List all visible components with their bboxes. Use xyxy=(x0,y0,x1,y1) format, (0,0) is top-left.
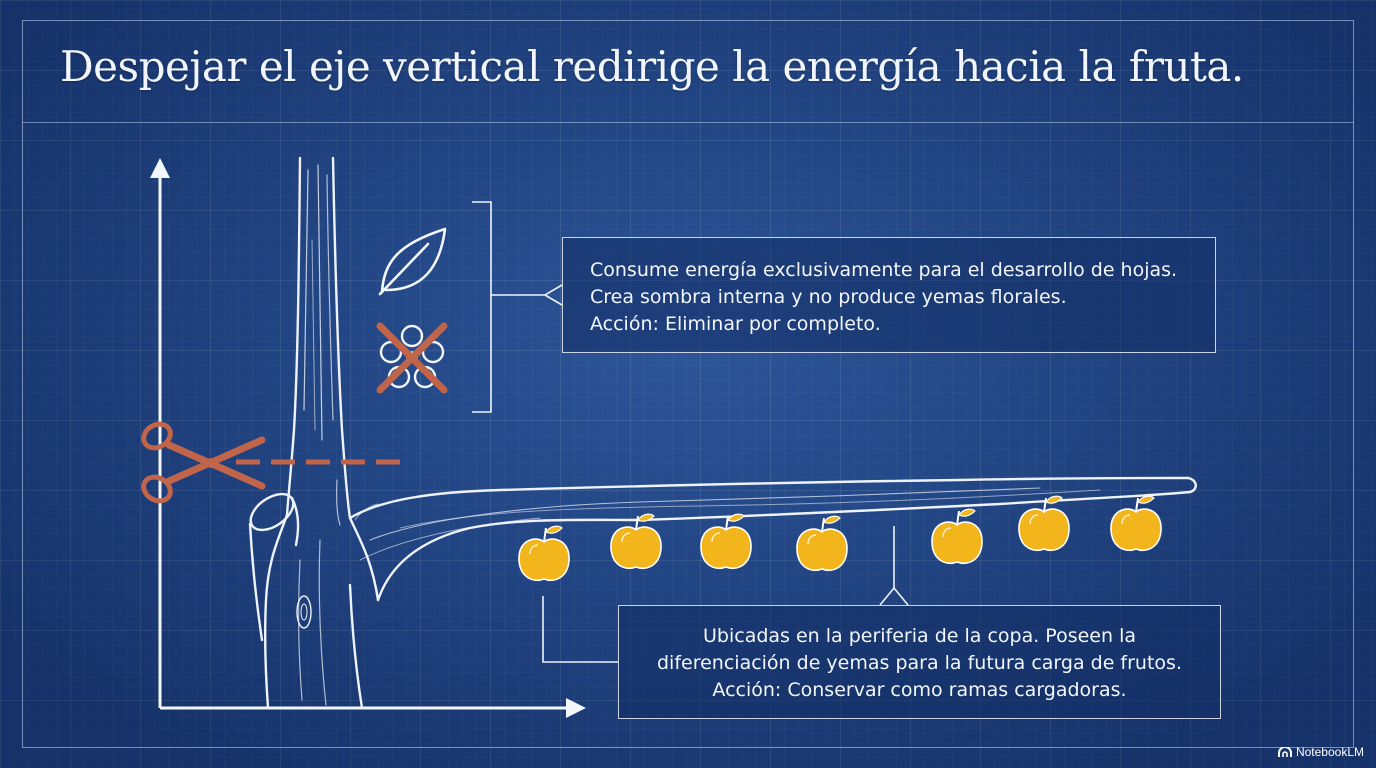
fruiting-branch-callout: Ubicadas en la periferia de la copa. Pos… xyxy=(618,605,1221,719)
apple-icon xyxy=(610,513,662,570)
icon-bracket xyxy=(472,201,563,413)
title-divider xyxy=(22,122,1354,123)
diagram-title: Despejar el eje vertical redirige la ene… xyxy=(60,42,1244,91)
crossed-flower-icon xyxy=(376,322,448,394)
callout-bottom-line-3: Acción: Conservar como ramas cargadoras. xyxy=(712,679,1127,701)
callout-bottom-line-1: Ubicadas en la periferia de la copa. Pos… xyxy=(703,625,1136,647)
callout-top-line-3: Acción: Eliminar por completo. xyxy=(590,313,881,335)
axes xyxy=(150,158,586,718)
apple-icon xyxy=(1110,495,1162,552)
fruiting-branch xyxy=(348,476,1197,602)
scissors-icon xyxy=(141,421,266,504)
lower-trunk xyxy=(248,492,380,710)
leaf-icon xyxy=(378,227,447,296)
blueprint-frame xyxy=(22,20,1354,748)
apple-icon xyxy=(796,515,848,572)
vertical-leader-callout: Consume energía exclusivamente para el d… xyxy=(562,237,1216,353)
callout-top-line-2: Crea sombra interna y no produce yemas f… xyxy=(590,286,1067,308)
notebooklm-logo-icon xyxy=(1277,746,1292,757)
callout-top-line-1: Consume energía exclusivamente para el d… xyxy=(590,259,1178,281)
apple-icon xyxy=(931,508,983,565)
apple-icon xyxy=(700,513,752,570)
brand-badge: NotebookLM xyxy=(1277,745,1364,759)
vertical-leader xyxy=(285,156,352,526)
callout-bottom-line-2: diferenciación de yemas para la futura c… xyxy=(657,652,1182,674)
fruit-leaders xyxy=(542,526,909,663)
apple-icon xyxy=(518,525,570,582)
brand-label: NotebookLM xyxy=(1295,745,1364,759)
apple-icon xyxy=(1018,495,1070,552)
fruit-group xyxy=(518,495,1162,582)
